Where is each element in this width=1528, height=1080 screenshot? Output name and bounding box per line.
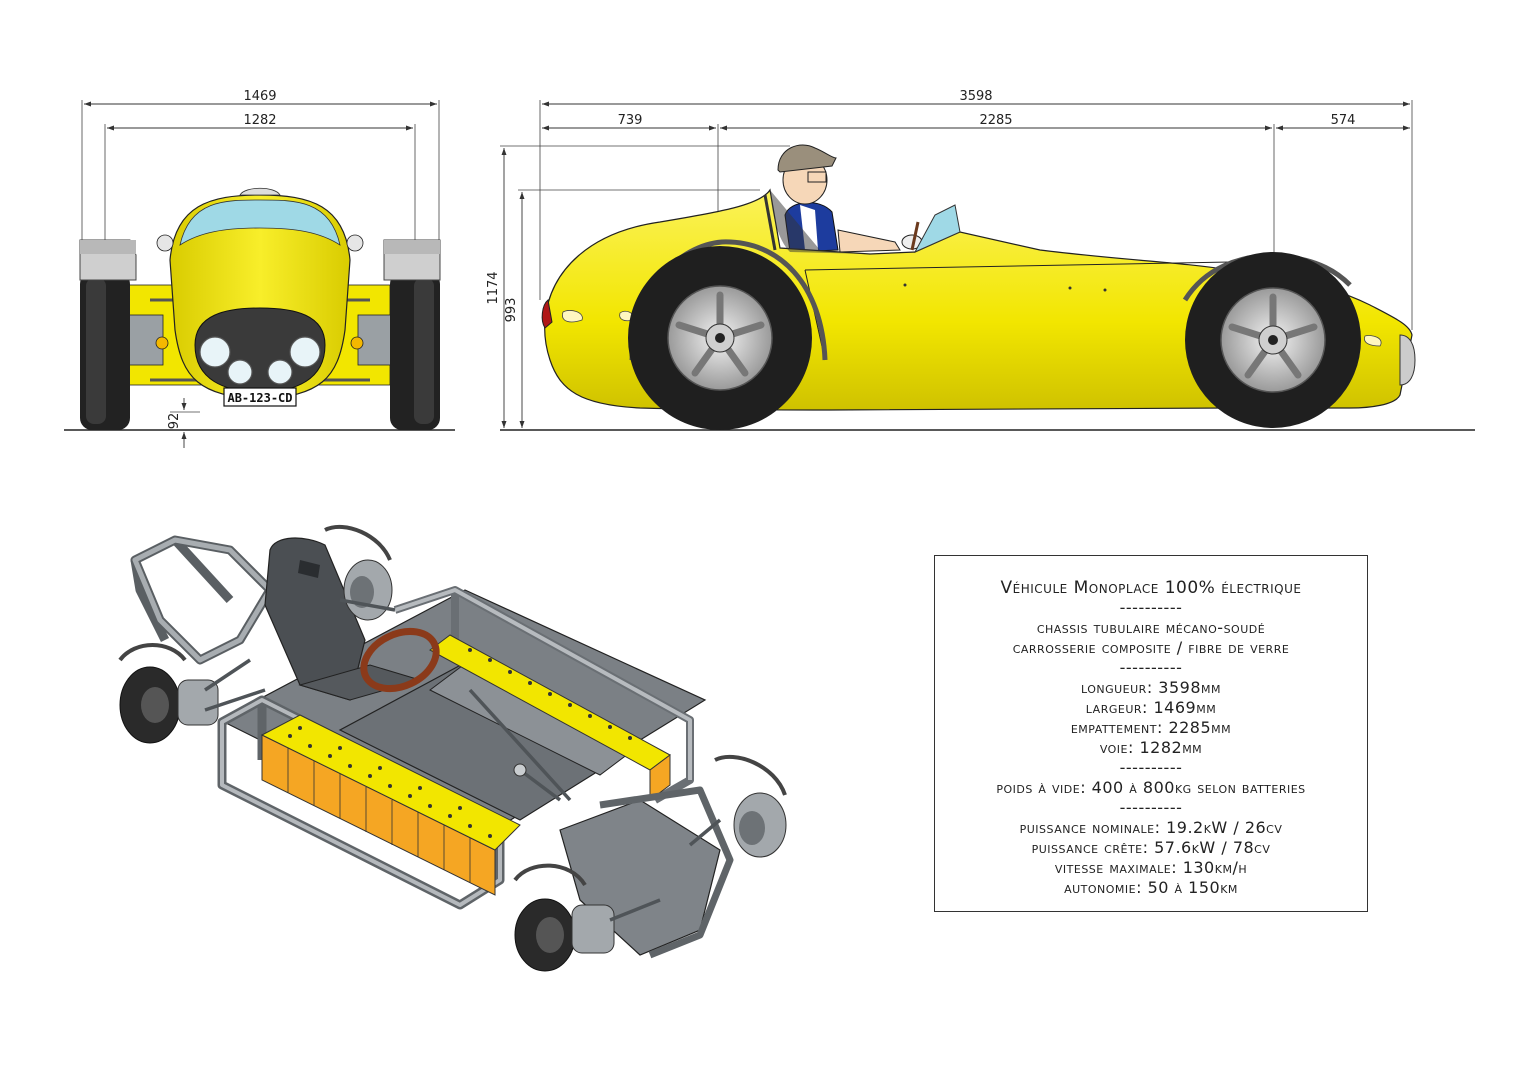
front-windscreen [179, 199, 341, 246]
dim-side-length-label: 3598 [959, 89, 992, 104]
front-foglight-left [227, 359, 253, 385]
spec-length: longueur: 3598mm [1080, 678, 1222, 697]
front-headlight-right [289, 336, 321, 368]
spec-track: voie: 1282mm [1099, 738, 1203, 757]
dim-body-height-label: 993 [504, 298, 519, 323]
spec-body: carrosserie composite / fibre de verre [1012, 638, 1290, 657]
dim-front-track: 1282 [104, 113, 416, 250]
spec-power-nominal: puissance nominale: 19.2kW / 26cv [1019, 818, 1283, 837]
dim-side-heights: 1174 993 [486, 145, 790, 428]
side-windscreen [913, 204, 961, 254]
dim-side-length: 3598 [539, 89, 1413, 330]
chassis-front-nose-frame [130, 535, 275, 665]
hub-rear-right [714, 754, 787, 858]
front-right-indicator [350, 336, 364, 350]
side-nose-light [541, 299, 553, 329]
dim-front-track-label: 1282 [243, 113, 276, 128]
spec-weight: poids à vide: 400 à 800kg selon batterie… [996, 778, 1306, 797]
side-rear-wheel [1185, 252, 1361, 428]
dim-wheelbase-label: 2285 [979, 113, 1012, 128]
side-front-wheel [628, 246, 812, 430]
hub-front-left [118, 643, 219, 744]
front-foglight-right [267, 359, 293, 385]
spec-separator: ---------- [1119, 798, 1183, 817]
spec-power-peak: puissance crête: 57.6kW / 78cv [1031, 838, 1271, 857]
spec-width: largeur: 1469mm [1085, 698, 1217, 717]
spec-separator: ---------- [1119, 598, 1183, 617]
spec-box: Véhicule Monoplace 100% électrique -----… [934, 555, 1368, 912]
chassis-seat [264, 537, 422, 701]
dim-front-overall-width: 1469 [81, 89, 440, 250]
spec-separator: ---------- [1119, 758, 1183, 777]
spec-wheelbase: empattement: 2285mm [1070, 718, 1232, 737]
hub-rear-left [513, 863, 615, 972]
dim-front-overall-width-label: 1469 [243, 89, 276, 104]
near-battery-pack [260, 714, 521, 896]
dim-front-overhang-label: 739 [618, 113, 643, 128]
front-view: 1469 1282 [64, 89, 455, 448]
front-right-motor [357, 314, 394, 366]
front-left-wheel [79, 239, 137, 430]
chassis-iso-view [118, 524, 787, 972]
front-right-wheel [383, 239, 441, 430]
front-left-mirror [156, 234, 174, 252]
front-headlight-left [199, 336, 231, 368]
license-plate-text: AB-123-CD [227, 391, 292, 405]
spec-range: autonomie: 50 à 150km [1064, 878, 1238, 897]
dim-rear-overhang-label: 574 [1331, 113, 1356, 128]
front-right-mirror [346, 234, 364, 252]
dim-ground-clearance: 92 [167, 398, 200, 448]
dim-ground-clearance-label: 92 [167, 413, 182, 430]
side-view: 3598 739 2285 574 1174 993 [486, 89, 1475, 431]
spec-title: Véhicule Monoplace 100% électrique [1000, 578, 1302, 598]
spec-chassis: chassis tubulaire mécano-soudé [1036, 618, 1266, 637]
spec-top-speed: vitesse maximale: 130km/h [1054, 858, 1248, 877]
dim-height-label: 1174 [486, 271, 501, 304]
spec-separator: ---------- [1119, 658, 1183, 677]
license-plate [223, 387, 297, 407]
hub-front-right [324, 524, 393, 621]
steering-wheel [360, 627, 440, 693]
front-left-indicator [155, 336, 169, 350]
